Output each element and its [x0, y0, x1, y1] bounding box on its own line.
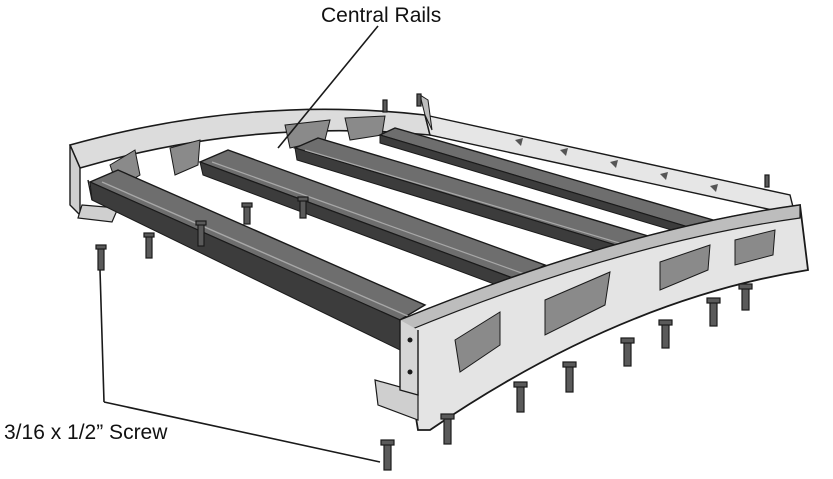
screw-leader-vertical — [99, 269, 105, 403]
screw-leader-diagonal — [103, 401, 381, 463]
screw-icon — [382, 99, 388, 113]
screw-icon — [241, 202, 253, 225]
screw-icon — [416, 93, 422, 107]
screws — [95, 93, 770, 471]
central-rails-leader — [277, 25, 379, 149]
front-rail — [87, 169, 427, 351]
screw-icon — [620, 337, 635, 367]
central-rail-1 — [198, 149, 547, 294]
central-rail-2 — [292, 137, 657, 263]
front-crossbar — [374, 203, 809, 431]
screw-icon — [297, 196, 309, 219]
screw-icon — [513, 381, 528, 413]
screw-icon — [764, 174, 770, 188]
screw-icon — [95, 244, 107, 271]
screw-icon — [380, 439, 395, 471]
screw-icon — [143, 232, 155, 259]
screw-icon — [195, 220, 207, 247]
right-side-rail — [419, 93, 796, 216]
central-rails-label: Central Rails — [321, 4, 442, 27]
screw-icon — [440, 413, 455, 445]
screw-icon — [738, 283, 753, 311]
screw-icon — [706, 297, 721, 327]
leader-lines — [99, 25, 381, 463]
screw-icon — [562, 361, 577, 393]
screw-icon — [658, 319, 673, 349]
screw-label: 3/16 x 1/2” Screw — [4, 421, 168, 444]
